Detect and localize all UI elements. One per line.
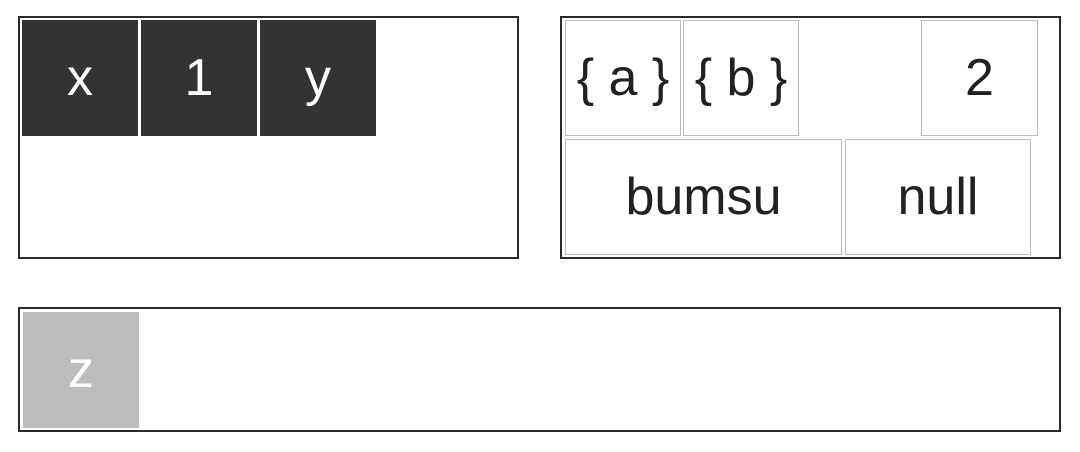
tile-label: bumsu xyxy=(625,168,782,226)
tile-label: y xyxy=(305,49,331,107)
tile-bumsu[interactable]: bumsu xyxy=(565,139,842,255)
tile-null[interactable]: null xyxy=(845,139,1031,255)
tile-1[interactable]: 1 xyxy=(141,20,257,136)
tile-a[interactable]: { a } xyxy=(565,20,681,136)
tile-b[interactable]: { b } xyxy=(683,20,799,136)
tile-2[interactable]: 2 xyxy=(921,20,1038,136)
tile-panel-top-right: { a } { b } 2 bumsu null xyxy=(560,16,1061,259)
tile-label: { b } xyxy=(694,49,788,107)
tile-panel-bottom: z xyxy=(18,307,1061,432)
tile-label: 2 xyxy=(965,49,994,107)
tile-label: 1 xyxy=(184,49,214,107)
tile-label: z xyxy=(68,341,94,399)
tile-label: { a } xyxy=(576,49,670,107)
tile-z[interactable]: z xyxy=(23,312,139,428)
tile-label: x xyxy=(67,49,93,107)
tile-label: null xyxy=(897,168,979,226)
tile-y[interactable]: y xyxy=(260,20,376,136)
tile-panel-top-left: x 1 y xyxy=(18,16,519,259)
tile-x[interactable]: x xyxy=(22,20,138,136)
